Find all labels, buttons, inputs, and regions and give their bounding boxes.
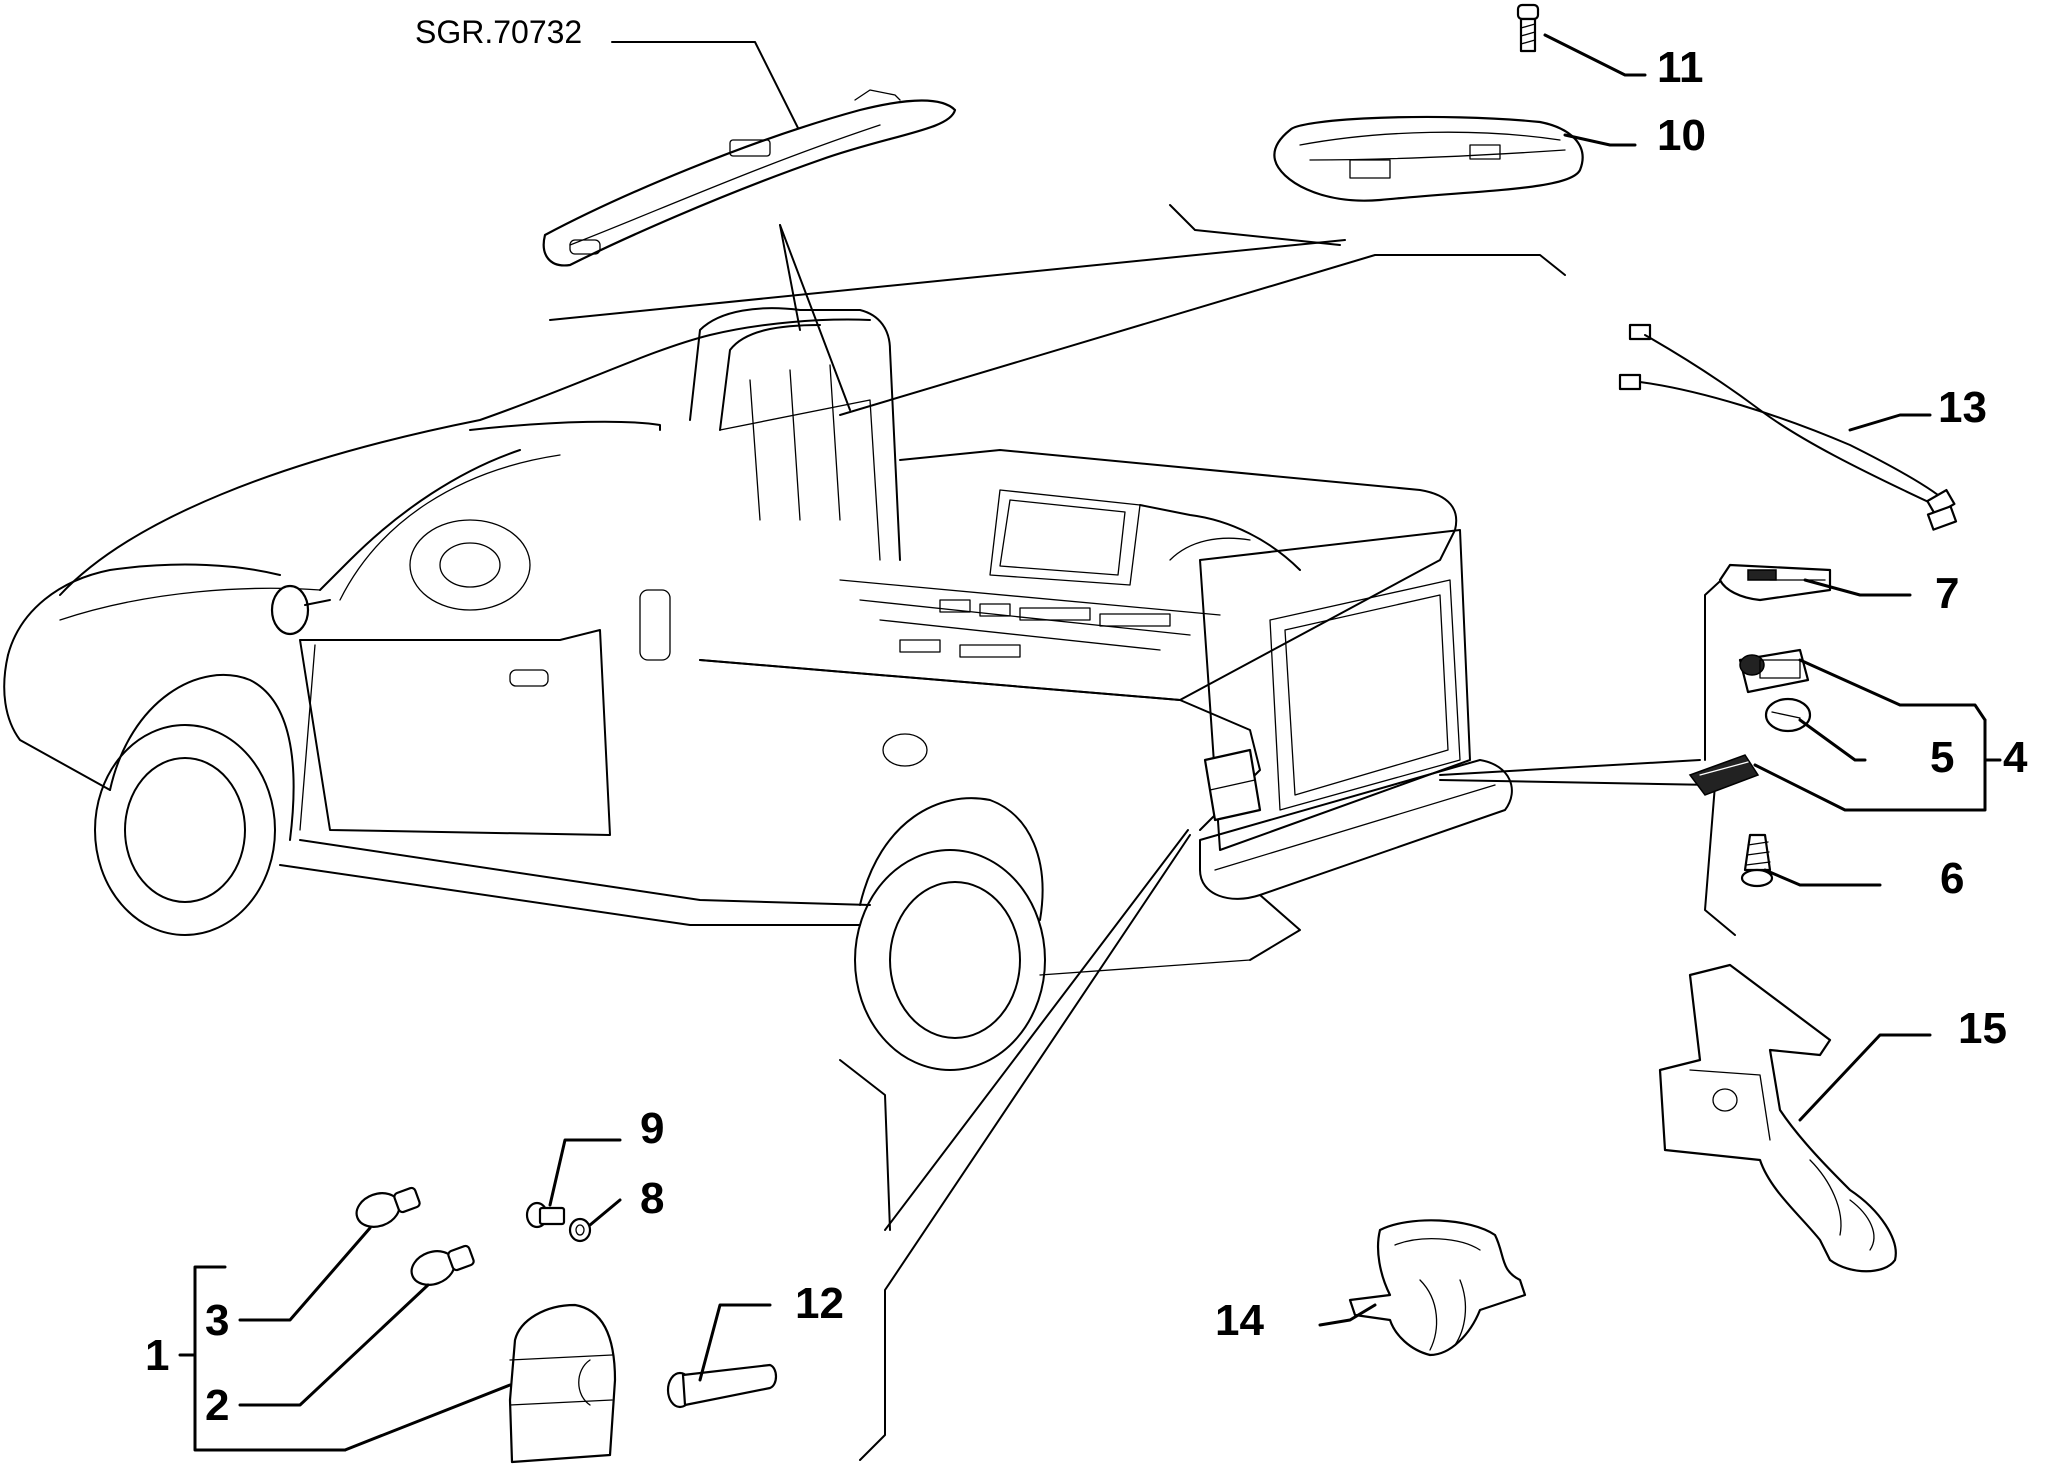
callout-4: 4 [2003,733,2028,782]
callout-9: 9 [640,1104,664,1153]
bulb-part-2 [410,1244,475,1286]
screw-part-11 [1516,3,1540,53]
reference-code: SGR.70732 [415,14,582,50]
pin-part-12 [666,1363,778,1409]
bracket-part-7 [1718,563,1832,602]
clip-part-14 [1348,1219,1527,1357]
callout-15: 15 [1958,1004,2007,1053]
callout-10: 10 [1657,111,1706,160]
leader-10 [1563,133,1637,147]
leader-14 [1318,1303,1377,1327]
leader-1-lens [343,1383,512,1452]
callout-13: 13 [1938,383,1987,432]
bulb-part-3 [355,1186,421,1228]
leader-4-bottom [1753,718,1987,812]
reference-leader [611,41,801,133]
callout-14: 14 [1215,1296,1264,1345]
leader-12 [698,1303,772,1382]
leader-6 [1763,868,1882,887]
bracket-part-15 [1658,963,1897,1273]
callout-11: 11 [1657,43,1704,92]
pickup-truck-illustration [3,204,1736,1461]
washer-part-8 [568,1217,592,1243]
number-plate-lamp-housing [1738,648,1810,694]
callout-1: 1 [145,1331,169,1380]
callout-3: 3 [205,1296,229,1345]
leader-15 [1798,1033,1932,1122]
wiring-harness-part [1618,323,1958,531]
leader-4-top [1798,658,1987,722]
callout-12: 12 [795,1279,844,1328]
callout-8: 8 [640,1174,664,1223]
callout-6: 6 [1940,854,1964,903]
leader-11 [1543,33,1647,77]
leader-5 [1798,718,1867,762]
leader-9 [548,1138,622,1207]
callout-7: 7 [1935,569,1959,618]
callout-2: 2 [205,1381,229,1430]
lens-part [1688,754,1760,796]
leader-2 [238,1283,430,1407]
bracket-group-1 [193,1265,347,1452]
third-brake-light-part [1273,115,1584,202]
leader-7 [1803,578,1912,597]
leader-3 [238,1226,372,1322]
bulb-part-5 [1764,697,1812,733]
tail-lamp-lens [508,1303,617,1464]
screw-part-6 [1740,833,1774,888]
leader-8 [588,1198,622,1227]
roof-rail-part [542,89,957,267]
bolt-part-9 [525,1201,566,1229]
callout-5: 5 [1930,733,1954,782]
leader-13 [1848,413,1932,432]
